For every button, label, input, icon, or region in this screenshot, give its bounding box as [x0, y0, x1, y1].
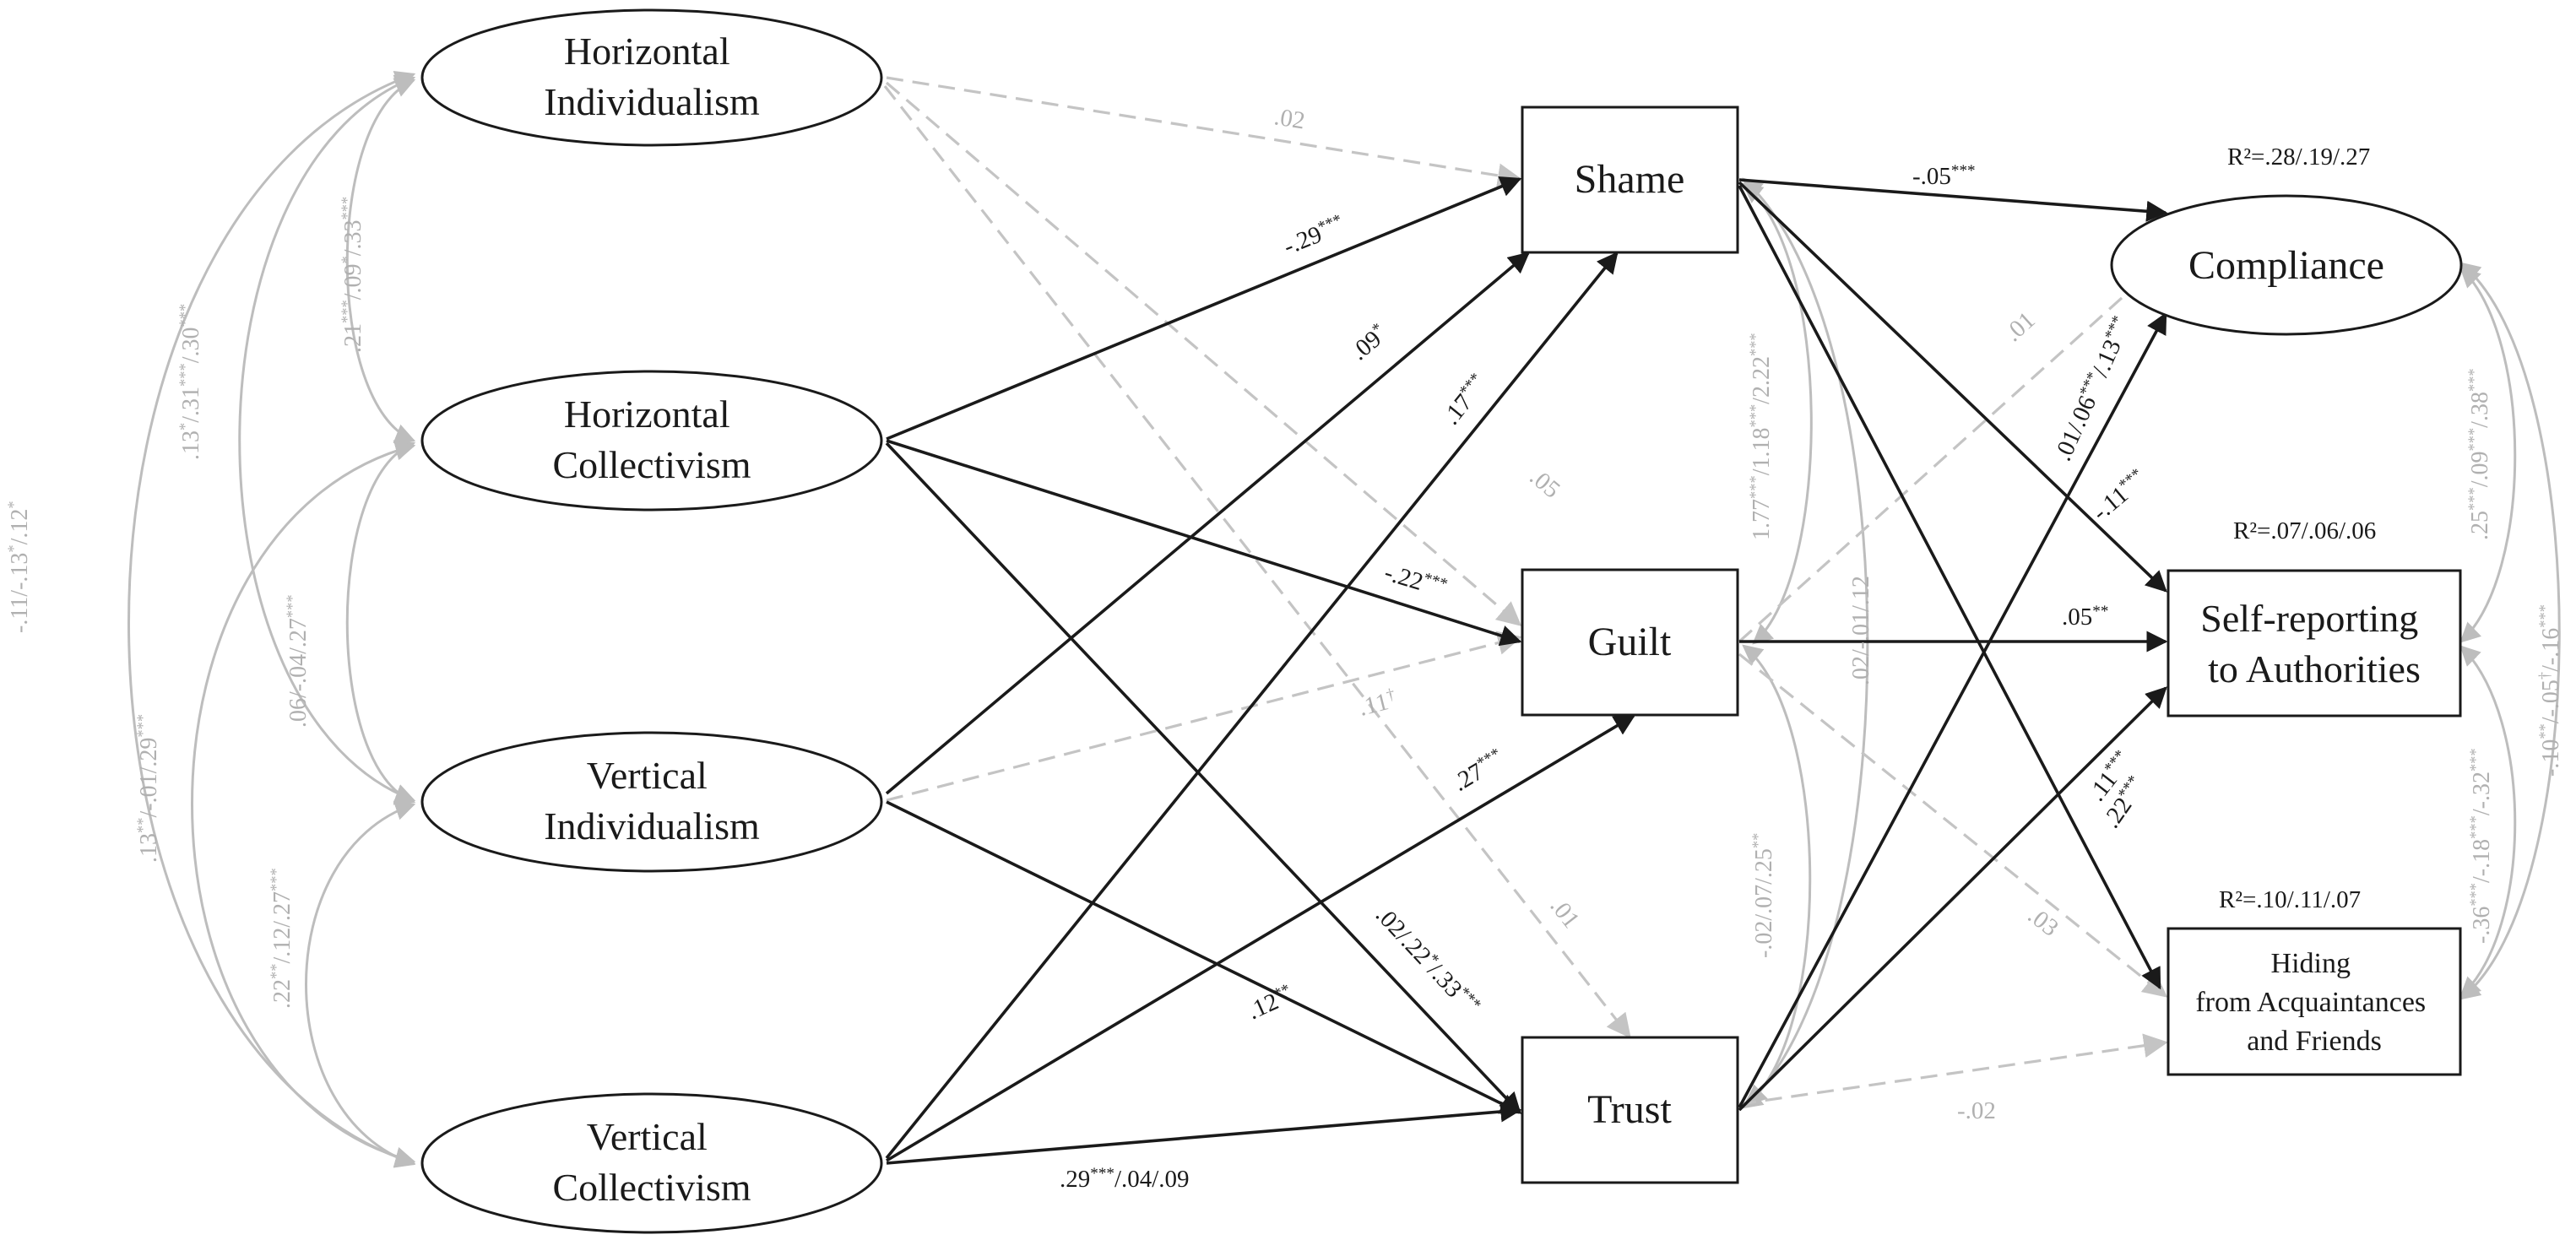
label-guilt-compliance: .01 [1999, 306, 2040, 347]
path-shame-compliance [1738, 178, 2168, 222]
label-shame-compliance: -.05***​ [1912, 162, 1976, 190]
label-vi-guilt: .11†​ [1356, 685, 1399, 722]
corr-arc-hc-vc [191, 440, 416, 1167]
node-shame: Shame [1521, 106, 1739, 254]
svg-text:Vertical Collectivism: Vertical Collectivism [552, 1115, 751, 1209]
svg-text:Hiding from Acquaintance: Hiding from Acquaintances and Friends [2195, 948, 2432, 1057]
label-corr-hi-vi: .13*​/.31***​/.30***​ [176, 304, 204, 460]
path-vi-trust [886, 800, 1522, 1114]
label-vi-shame: .09*​ [1345, 320, 1392, 366]
nonsignificant-paths [883, 76, 2174, 1106]
significant-paths [885, 176, 2168, 1165]
r2-hiding: R²=.10/.11/.07 [2219, 886, 2361, 913]
path-shame-selfreport [1738, 181, 2167, 593]
corr-arc-compliance-selfreport [2459, 267, 2517, 643]
path-guilt-compliance [1738, 252, 2174, 643]
correlation-arcs [127, 71, 2561, 1168]
corr-arc-selfreport-hiding [2459, 645, 2517, 998]
label-corr-hc-vi: .06/-.04/.27***​ [284, 594, 312, 728]
label-trust-compliance: .01/.06***​/.13***​ [2048, 313, 2136, 465]
r2-compliance: R²=.28/.19/.27 [2227, 143, 2370, 171]
node-hiding: Hiding from Acquaintances and Friends [2167, 927, 2462, 1076]
label-corr-hc-vc: .13**​/-.01/.29***​ [134, 714, 162, 863]
path-vc-trust [886, 1101, 1522, 1165]
label-corr-hi-hc: .21***​/.09*​/.33***​ [339, 197, 366, 353]
path-hi-shame [886, 76, 1522, 188]
label-vc-trust: .29***​/.04/.09 [1060, 1165, 1190, 1193]
label-hc-guilt: -.22***​ [1381, 558, 1450, 603]
svg-text:Vertical Individualism: Vertical Individualism [544, 754, 760, 847]
svg-text:Compliance: Compliance [2188, 243, 2384, 288]
path-trust-hiding [1738, 1033, 2168, 1106]
svg-text:Horizontal Individualism: Horizontal Individualism [544, 30, 760, 123]
label-corr-vi-vc: .22**​/.12/.27***​ [268, 868, 296, 1009]
path-vc-shame [885, 252, 1619, 1160]
node-guilt: Guilt [1521, 568, 1739, 717]
path-vi-guilt [886, 631, 1522, 802]
path-guilt-hiding [1738, 652, 2168, 998]
path-trust-selfreport [1738, 686, 2167, 1112]
svg-text:Trust: Trust [1587, 1087, 1672, 1132]
path-vi-shame [885, 252, 1530, 795]
svg-text:Self-reporting to Author: Self-reporting to Authorities [2200, 597, 2428, 690]
label-hi-guilt: .05 [1525, 463, 1565, 504]
node-horizontal-collectivism: Horizontal Collectivism [420, 370, 883, 512]
label-corr-guilt-trust: -.02/.07/.25**​ [1749, 833, 1777, 958]
label-hi-trust: .01 [1544, 893, 1585, 934]
label-guilt-selfreport: .05**​ [2062, 603, 2108, 631]
label-corr-shame-trust: .02/-.01/.12 [1848, 576, 1874, 685]
path-trust-compliance [1738, 311, 2167, 1108]
label-vi-trust: .12**​ [1243, 981, 1297, 1026]
svg-text:Horizontal Collectivism: Horizontal Collectivism [552, 393, 751, 486]
corr-arc-shame-guilt [1742, 182, 1813, 645]
svg-text:Shame: Shame [1575, 157, 1685, 202]
path-hc-trust [885, 441, 1521, 1114]
node-trust: Trust [1521, 1036, 1739, 1184]
node-vertical-collectivism: Vertical Collectivism [420, 1092, 883, 1234]
path-hi-trust [883, 85, 1631, 1039]
node-compliance: Compliance [2110, 194, 2463, 336]
svg-text:Guilt: Guilt [1588, 620, 1672, 664]
label-corr-shame-guilt: 1.77***​/1.18***​/2.22***​ [1747, 333, 1775, 540]
path-hi-guilt [885, 81, 1522, 626]
corr-arc-hi-hc [345, 78, 416, 444]
label-shame-selfreport: -.11***​ [2086, 465, 2152, 527]
path-shame-hiding [1738, 185, 2161, 990]
label-corr-compliance-hiding: -.10**​/-.05†​/-.16***​ [2536, 604, 2564, 777]
label-vc-shame: .17***​ [1437, 370, 1494, 430]
label-hi-shame: .02 [1272, 103, 1307, 134]
corr-arc-hi-vc [127, 71, 416, 1167]
corr-arc-guilt-trust [1742, 644, 1812, 1109]
path-hc-shame [886, 176, 1522, 441]
corr-arc-hi-vi [238, 74, 416, 804]
label-corr-hi-vc: -.11/-.13*​/.12*​ [5, 501, 33, 633]
node-vertical-individualism: Vertical Individualism [420, 731, 883, 873]
corr-arc-compliance-hiding [2459, 262, 2561, 1000]
label-trust-hiding: -.02 [1957, 1097, 1996, 1124]
path-hc-guilt [886, 439, 1522, 647]
node-horizontal-individualism: Horizontal Individualism [420, 8, 883, 147]
label-vc-guilt: .27***​ [1448, 745, 1510, 797]
r2-selfreport: R²=.07/.06/.06 [2233, 517, 2376, 544]
label-corr-compliance-selfreport: .25***​/.09***​/.38***​ [2465, 368, 2493, 540]
corr-arc-shame-trust [1742, 177, 1869, 1106]
label-hc-trust: .02/.22*​/.33***​ [1370, 901, 1484, 1021]
corr-arc-vi-vc [305, 800, 416, 1168]
path-vc-guilt [886, 714, 1636, 1162]
label-corr-selfreport-hiding: -.36***​/-.18***​/-.32***​ [2467, 748, 2495, 944]
correlation-labels: .21***​/.09*​/.33***​ .13*​/.31***​/.30*… [5, 197, 2564, 1009]
node-self-reporting: Self-reporting to Authorities [2167, 569, 2462, 717]
corr-arc-hc-vi [345, 440, 416, 805]
